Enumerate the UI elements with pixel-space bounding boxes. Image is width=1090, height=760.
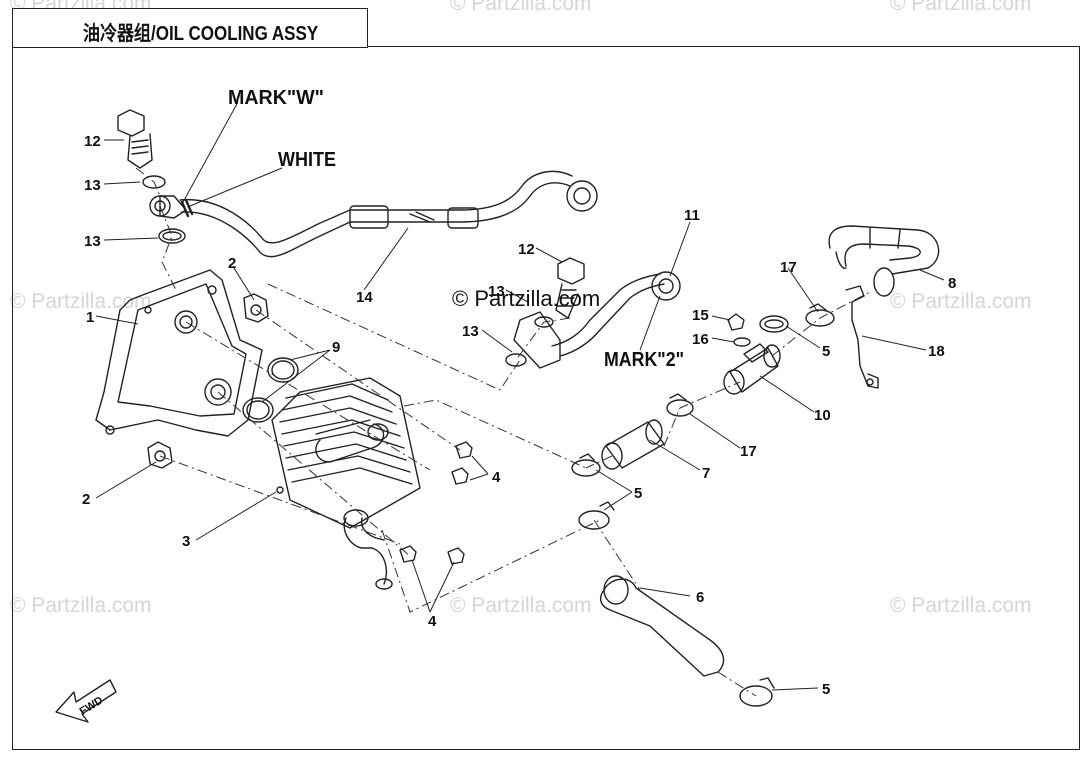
callout-labels: 12 13 13 2 1 9 14 12 13 13 11 17 8 15 16…: [82, 133, 956, 698]
alignment-lines: [135, 167, 871, 697]
callout-label: 5: [822, 343, 830, 360]
banjo-bolt: [117, 109, 153, 169]
hose-clamp: [805, 303, 835, 327]
callout-label: 8: [948, 275, 956, 292]
o-ring: [242, 397, 274, 423]
watermark: © Partzilla.com: [452, 286, 601, 311]
callout-label: 9: [332, 339, 340, 356]
banjo-bolt: [555, 257, 585, 319]
title-box: 油冷器组/OIL COOLING ASSY: [12, 8, 368, 48]
hose-clamp: [571, 453, 601, 477]
white-annotation: WHITE: [278, 149, 336, 171]
callout-label: 5: [634, 485, 642, 502]
watermark: © Partzilla.com: [450, 594, 592, 617]
washer: [158, 228, 186, 244]
callout-label: 17: [780, 259, 797, 276]
callout-label: 12: [84, 133, 101, 150]
bolt: [399, 441, 473, 565]
callout-label: 7: [702, 465, 710, 482]
water-hose: [601, 419, 665, 470]
callout-label: 13: [84, 177, 101, 194]
callout-label: 15: [692, 307, 709, 324]
oil-cooler: [271, 377, 421, 590]
water-pipe: [723, 343, 781, 395]
nut: [727, 313, 745, 331]
mark-w-annotation: MARK"W": [228, 87, 324, 109]
callout-label: 14: [356, 289, 373, 306]
washer: [733, 337, 751, 347]
watermark: © Partzilla.com: [890, 290, 1032, 313]
callout-label: 10: [814, 407, 831, 424]
oil-pipe: [149, 170, 598, 258]
annotations: MARK"W" WHITE MARK"2": [228, 87, 684, 371]
callout-label: 12: [518, 241, 535, 258]
fwd-arrow: [55, 679, 117, 723]
bolt: [147, 441, 173, 469]
watermark: © Partzilla.com: [890, 594, 1032, 617]
washer: [142, 175, 166, 189]
water-hose: [599, 575, 725, 677]
diagram-frame: [12, 46, 1080, 750]
diagram-title: 油冷器组/OIL COOLING ASSY: [83, 23, 319, 45]
callout-label: 3: [182, 533, 190, 550]
callout-label: 16: [692, 331, 709, 348]
oil-pipe: [513, 271, 681, 369]
callout-label: 5: [822, 681, 830, 698]
callout-label: 17: [740, 443, 757, 460]
watermark: © Partzilla.com: [10, 594, 152, 617]
callout-label: 4: [492, 469, 501, 486]
bracket: [845, 285, 879, 389]
cooler-mount-plate: [95, 269, 263, 437]
callout-label: 4: [428, 613, 437, 630]
callout-label: 1: [86, 309, 94, 326]
callout-label: 13: [462, 323, 479, 340]
leader-lines: [95, 101, 945, 691]
bolt: [243, 293, 269, 323]
hose-clamp: [578, 501, 615, 530]
o-ring: [267, 357, 299, 383]
hose-clamp: [739, 677, 775, 707]
hose-clamp: [666, 393, 694, 417]
callout-label: 18: [928, 343, 945, 360]
watermark: © Partzilla.com: [450, 0, 592, 15]
callout-label: 6: [696, 589, 704, 606]
mark-2-annotation: MARK"2": [604, 349, 684, 371]
callout-label: 2: [228, 255, 236, 272]
water-hose: [828, 225, 940, 297]
callout-label: 13: [488, 283, 505, 300]
callout-label: 11: [684, 207, 700, 224]
watermark: © Partzilla.com: [890, 0, 1032, 15]
callout-label: 13: [84, 233, 101, 250]
watermark: © Partzilla.com: [10, 290, 152, 313]
callout-label: 2: [82, 491, 90, 508]
hose-clamp: [759, 315, 789, 333]
